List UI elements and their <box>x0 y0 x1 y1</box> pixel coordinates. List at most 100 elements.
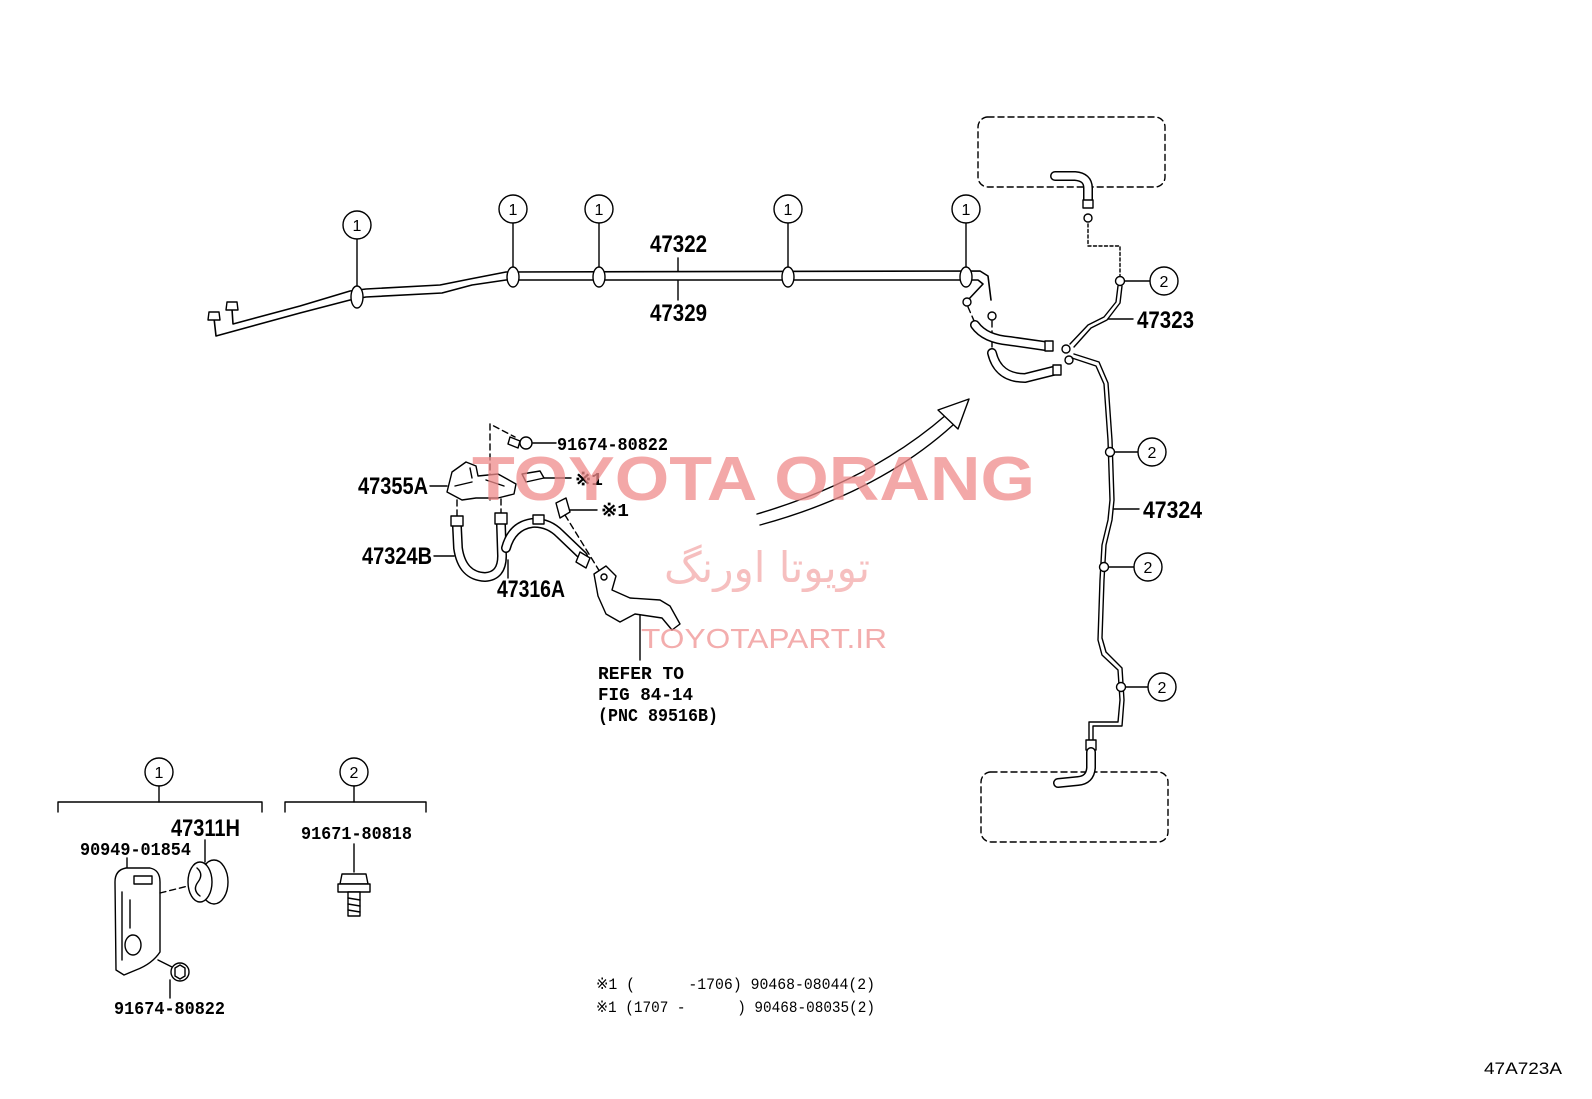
clip-junction <box>1104 446 1116 458</box>
rear-line-upper-pipe-a <box>1069 285 1119 345</box>
hose-a-end-fitting <box>575 551 591 569</box>
pipe-end-fitting-right <box>962 297 972 307</box>
rear-line-upper-dashed-segment <box>1087 223 1121 277</box>
flex-hose-2-fitting <box>1052 364 1062 376</box>
arrow-head <box>937 398 970 430</box>
refer-text-line-1: REFER TO <box>598 665 684 685</box>
clip-junction <box>1098 561 1110 573</box>
hose-b-fitting <box>450 515 464 527</box>
pipe-end-fitting-right-2 <box>987 311 997 321</box>
clamp-callout-number: 1 <box>509 202 518 219</box>
footnotes: ※1 ( -1706) 90468-08044(2) ※1 (1707 - ) … <box>596 976 875 1017</box>
hose-bracket-detail <box>454 467 505 487</box>
bracket-bolt-head <box>519 436 533 450</box>
rear-brake-line-assembly <box>977 116 1179 843</box>
grommet-slit <box>194 867 202 897</box>
hose-a-body <box>502 519 587 560</box>
rear-line-upper-pipe-b <box>1073 285 1123 348</box>
clamp-callout-number: 1 <box>962 202 971 219</box>
clamp-marker <box>959 266 973 288</box>
pipe-end-fitting-left <box>207 311 221 321</box>
clamp-marker <box>350 285 364 309</box>
legend-clamp-bracket-line <box>57 801 263 813</box>
clip-callout-number: 2 <box>1158 680 1167 697</box>
figure-code: 47A723A <box>1484 1059 1563 1078</box>
clip-callout-number: 2 <box>1160 274 1169 291</box>
legend-clip-set <box>284 757 427 917</box>
part-number-labels: 47322 47329 47323 47324 47355A 47324B 47… <box>80 231 1203 1020</box>
legend-grommet-label: 47311H <box>171 815 240 842</box>
clamp-marker <box>506 266 520 288</box>
watermark-site: TOYOTAPART.IR <box>641 623 887 654</box>
hose-a-mid-fitting <box>532 514 545 525</box>
clip-note-mark-1: ※1 <box>575 471 603 491</box>
clip-junction <box>1114 275 1126 287</box>
watermark: TOYOTA ORANG تویوتا اورنگ TOYOTAPART.IR <box>472 445 1035 654</box>
clamp-bracket-hole <box>124 934 142 956</box>
flex-hose-1-body <box>971 321 1049 350</box>
arrow-shaft-lower <box>759 424 954 526</box>
hose-a-end-guide <box>564 514 601 573</box>
clip-note-mark-2: ※1 <box>601 502 629 522</box>
clamp-bracket-slot <box>133 875 153 885</box>
rear-lower-component-box <box>980 771 1169 843</box>
clamp-callout-circle <box>951 194 981 224</box>
brake-pipe-lower <box>213 279 984 337</box>
clamp-bolt-hex <box>174 964 186 980</box>
clamp-bolt-shaft <box>157 959 173 968</box>
rear-line-lower-pipe-b <box>1073 353 1125 743</box>
legend-clamp-set <box>57 757 263 999</box>
clip-callout-circle <box>1133 552 1163 582</box>
flex-hose-2-body <box>988 349 1057 382</box>
clamp-callout-number: 1 <box>353 218 362 235</box>
refer-text-line-3: (PNC 89516B) <box>598 707 718 727</box>
footnote-line-2: ※1 (1707 - ) 90468-08035(2) <box>596 999 875 1017</box>
watermark-brand-persian: تویوتا اورنگ <box>664 543 870 592</box>
rear-line-upper-joint <box>1061 344 1071 354</box>
front-brake-line-assembly <box>207 194 1062 383</box>
rear-upper-component-box <box>977 116 1166 188</box>
refer-text-line-2: FIG 84-14 <box>598 686 693 706</box>
rear-upper-flare-nut <box>1083 213 1093 223</box>
watermark-brand: TOYOTA ORANG <box>472 445 1035 514</box>
rear-upper-pipe-fitting <box>1082 199 1094 209</box>
clip-bolt-head <box>339 873 369 885</box>
clip-junction <box>1115 681 1127 693</box>
hose-b-body <box>453 521 506 581</box>
clamp-bracket-fold <box>121 891 131 961</box>
clamp-callout-circle <box>773 194 803 224</box>
clamp-callout-circle <box>584 194 614 224</box>
arrow-shaft-upper <box>756 414 947 515</box>
clip-callout-number: 2 <box>1144 560 1153 577</box>
line-art <box>57 116 1179 999</box>
clamp-marker <box>592 266 606 288</box>
front-line-upper-label: 47322 <box>650 231 707 258</box>
clamp-callout-number: 1 <box>595 202 604 219</box>
hose-bracket-label: 47355A <box>358 473 428 500</box>
clamp-callout-number: 1 <box>784 202 793 219</box>
rear-line-lower-joint <box>1064 355 1074 365</box>
referenced-bracket <box>593 565 681 631</box>
clip-callout-number: 2 <box>1148 445 1157 462</box>
front-line-lower-label: 47329 <box>650 300 707 327</box>
grommet-guide <box>159 885 189 894</box>
legend-clip-bracket-line <box>284 801 427 813</box>
rear-lower-pipe-stub-body <box>1054 748 1095 787</box>
legend-clip-callout-number: 2 <box>350 765 359 782</box>
bracket-bolt-body <box>507 436 521 449</box>
pipe-end-fitting-left-2 <box>225 301 239 311</box>
legend-clamp-label: 90949-01854 <box>80 841 191 861</box>
hose-a-fitting <box>494 512 508 525</box>
legend-clip-bolt-label: 91671-80818 <box>301 825 412 845</box>
clip-callout-circle <box>1137 437 1167 467</box>
bracket-bolt-label: 91674-80822 <box>557 436 668 456</box>
clip-bolt-flange <box>337 883 371 893</box>
rear-upper-pipe-stub-body <box>1051 172 1092 206</box>
rear-line-lower-pipe-a <box>1071 357 1121 743</box>
hose-a-label: 47316A <box>497 576 565 603</box>
referenced-bracket-hole <box>600 573 608 581</box>
brake-pipe-upper <box>231 270 992 325</box>
rear-line-lower-label: 47324 <box>1143 497 1203 524</box>
footnote-line-1: ※1 ( -1706) 90468-08044(2) <box>596 976 875 994</box>
